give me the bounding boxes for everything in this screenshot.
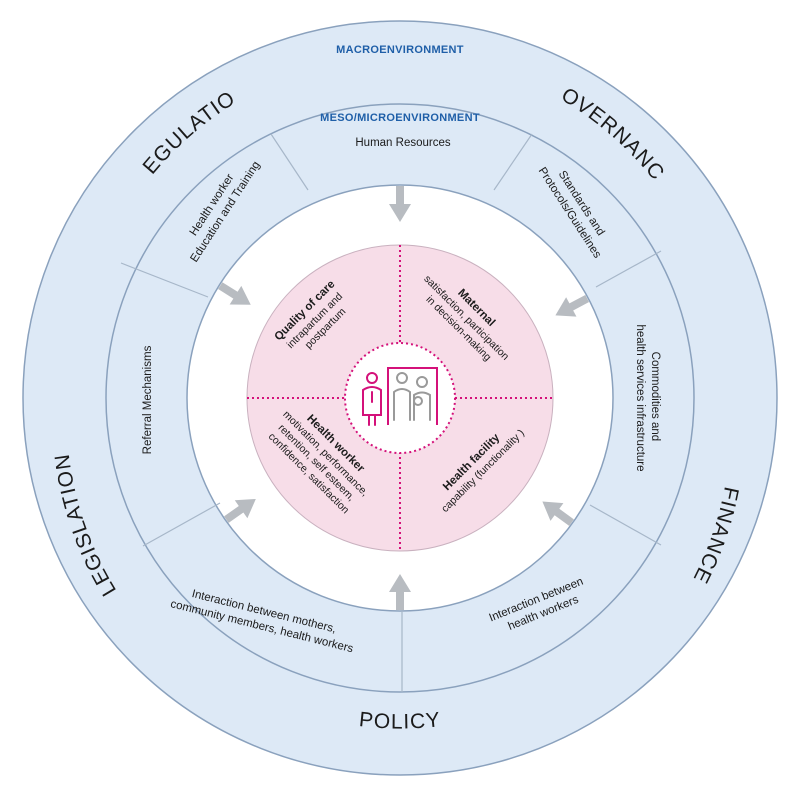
inward-arrow-icon bbox=[389, 186, 411, 222]
meso-microenvironment-heading: MESO/MICROENVIRONMENT bbox=[320, 112, 480, 124]
health-worker-figure-icon bbox=[362, 372, 382, 426]
human-resources-label: Human Resources bbox=[355, 137, 450, 149]
commodities-infrastructure-segment: Commodities and health services infrastr… bbox=[634, 324, 661, 471]
door-frame-icon bbox=[387, 367, 438, 425]
inward-arrow-icon bbox=[224, 498, 256, 523]
inward-arrow-icon bbox=[218, 282, 251, 305]
macroenvironment-heading: MACROENVIRONMENT bbox=[336, 44, 464, 56]
policy-label: POLICY bbox=[358, 708, 442, 733]
svg-text:Referral Mechanisms: Referral Mechanisms bbox=[142, 345, 154, 454]
inward-arrows bbox=[218, 186, 590, 610]
inward-arrow-icon bbox=[542, 501, 574, 526]
inward-arrow-icon bbox=[389, 574, 411, 610]
svg-text:Commodities and health s: Commodities and health services infrastr… bbox=[634, 324, 661, 471]
segment-dividers bbox=[120, 133, 662, 692]
core-center-circle bbox=[344, 342, 456, 454]
core-quadrant-dividers bbox=[247, 245, 553, 551]
inward-arrow-icon bbox=[555, 294, 590, 317]
center-icons bbox=[362, 367, 438, 426]
referral-mechanisms-segment: Referral Mechanisms bbox=[142, 345, 154, 454]
mother-and-baby-figure-icon bbox=[393, 372, 431, 421]
